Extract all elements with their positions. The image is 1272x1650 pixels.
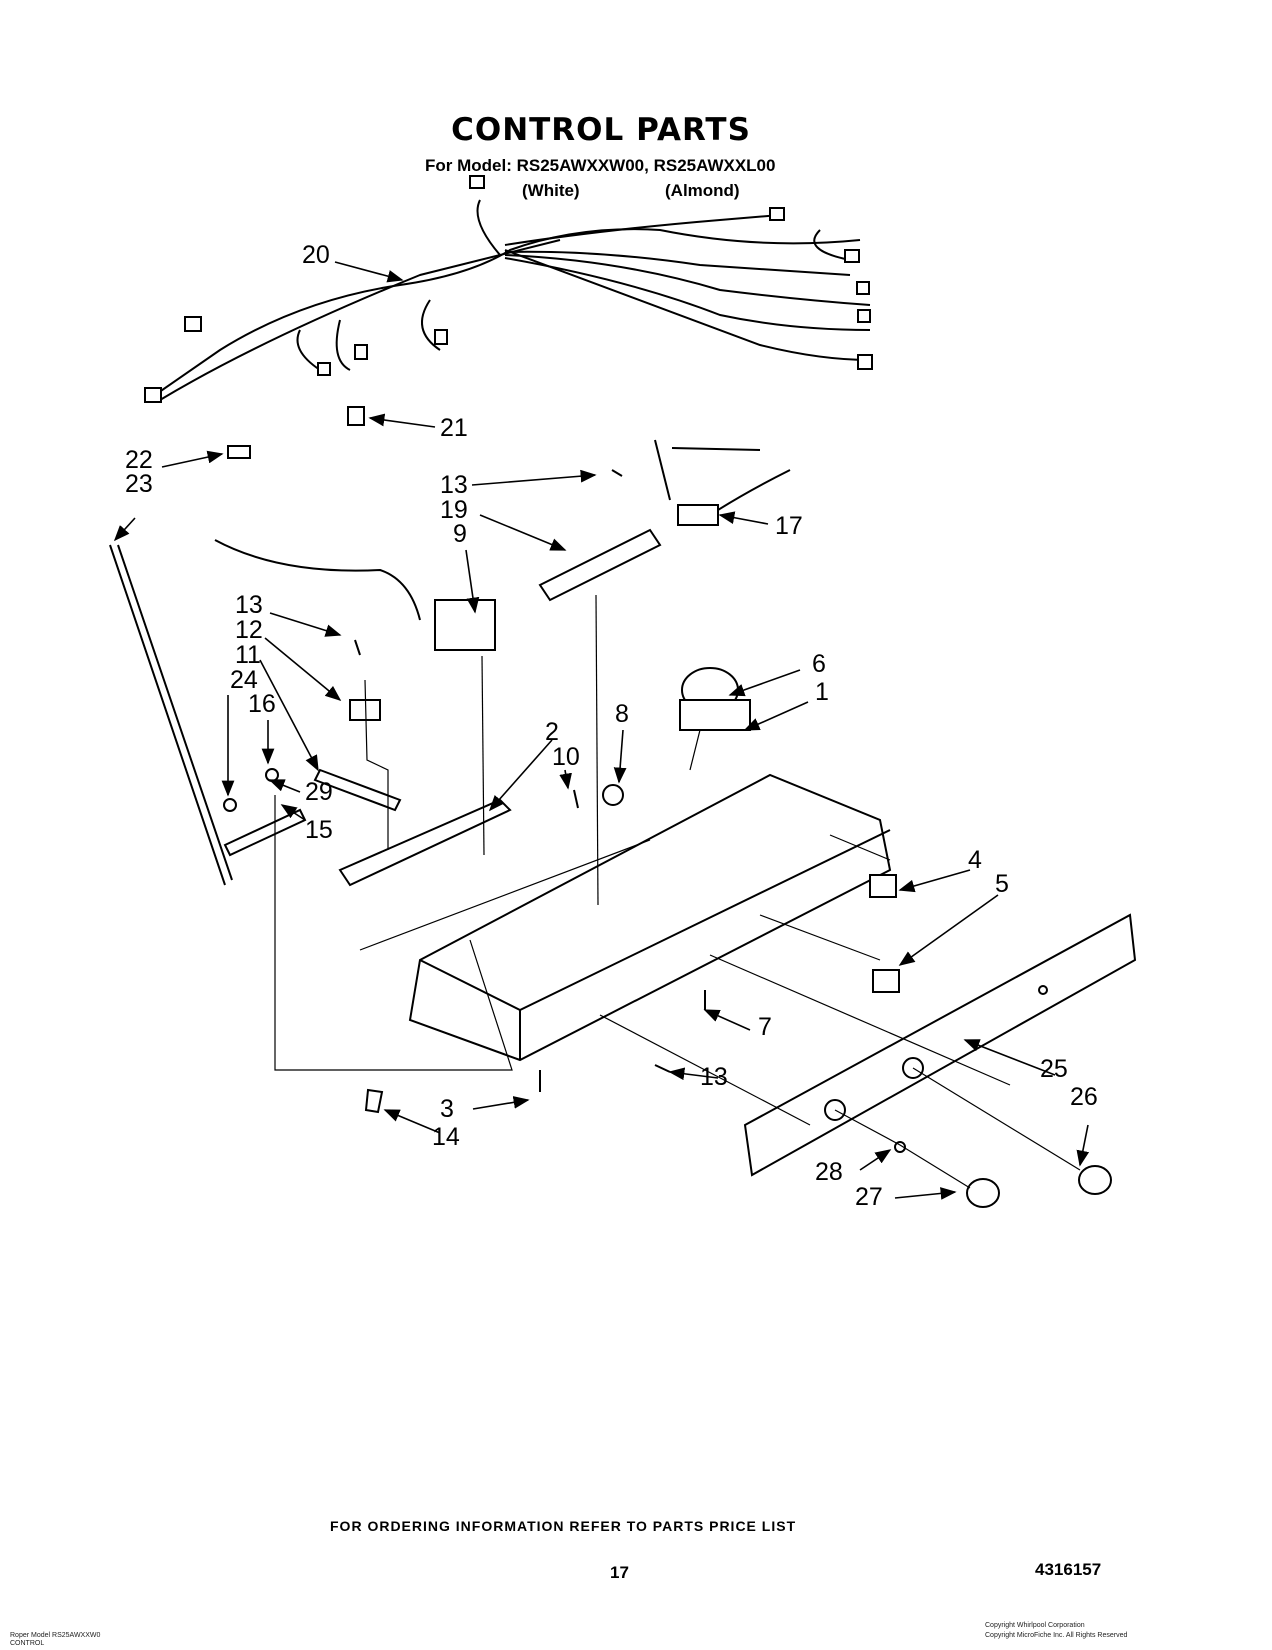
page-title: CONTROL PARTS: [451, 112, 751, 148]
callout-6: 6: [812, 650, 826, 678]
fine-print-left: Roper Model RS25AWXXW0 CONTROL: [10, 1632, 101, 1647]
page-number: 17: [610, 1563, 629, 1582]
callout-10: 10: [552, 743, 580, 771]
callout-9: 9: [453, 520, 467, 548]
callout-22: 22: [125, 446, 153, 474]
callout-16: 16: [248, 690, 276, 718]
mounting-bracket: [338, 798, 512, 887]
callout-14: 14: [432, 1123, 460, 1151]
callout-28: 28: [815, 1158, 843, 1186]
callout-8: 8: [615, 700, 629, 728]
spring-part: [894, 1141, 906, 1153]
fine-print-right-2: Copyright MicroFiche Inc. All Rights Res…: [985, 1632, 1128, 1639]
callout-26: 26: [1070, 1083, 1098, 1111]
callout-4: 4: [968, 846, 982, 874]
model-line: For Model: RS25AWXXW00, RS25AWXXL00: [425, 156, 776, 175]
switch-part: [434, 599, 496, 651]
callout-7: 7: [758, 1013, 772, 1041]
clip-part: [347, 406, 365, 426]
lever-part: [223, 808, 307, 857]
variant-almond: (Almond): [665, 181, 740, 200]
callout-1: 1: [815, 678, 829, 706]
callout-25: 25: [1040, 1055, 1068, 1083]
control-housing: [408, 773, 892, 1062]
callout-13: 13: [440, 471, 468, 499]
callout-23: 23: [125, 470, 153, 498]
callout-17: 17: [775, 512, 803, 540]
wire-harness: [144, 175, 873, 403]
fine-print-right-1: Copyright Whirlpool Corporation: [985, 1622, 1085, 1629]
sensor-bulb: [538, 528, 662, 602]
callout-13: 13: [235, 591, 263, 619]
switch-part: [869, 874, 897, 898]
ordering-note: FOR ORDERING INFORMATION REFER TO PARTS …: [330, 1518, 797, 1534]
sensor-connector: [677, 504, 719, 526]
callout-12: 12: [235, 616, 263, 644]
callout-21: 21: [440, 414, 468, 442]
switch-part: [872, 969, 900, 993]
callout-15: 15: [305, 816, 333, 844]
knob-part: [966, 1178, 1000, 1208]
document-number: 4316157: [1035, 1560, 1102, 1579]
control-panel: [743, 913, 1137, 1177]
screw-part: [654, 1064, 671, 1073]
callout-29: 29: [305, 778, 333, 806]
callout-13: 13: [700, 1063, 728, 1091]
rod-part: [109, 544, 233, 886]
variant-white: (White): [522, 181, 580, 200]
knob-part: [602, 784, 624, 806]
clip-part: [364, 1088, 384, 1114]
screw-part: [611, 469, 623, 477]
callout-20: 20: [302, 241, 330, 269]
clip-part: [227, 445, 251, 459]
callout-19: 19: [440, 496, 468, 524]
callout-5: 5: [995, 870, 1009, 898]
screw-part: [354, 639, 361, 656]
callout-3: 3: [440, 1095, 454, 1123]
callout-2: 2: [545, 718, 559, 746]
screw-part: [573, 789, 579, 809]
knob-part: [1078, 1165, 1112, 1195]
callout-11: 11: [235, 641, 261, 669]
callout-27: 27: [855, 1183, 883, 1211]
callout-labels: 20 21 22 23 13 19 17 9 13 12 11 24 16 29…: [125, 241, 1098, 1211]
callout-24: 24: [230, 666, 258, 694]
shaft-part: [313, 768, 402, 812]
